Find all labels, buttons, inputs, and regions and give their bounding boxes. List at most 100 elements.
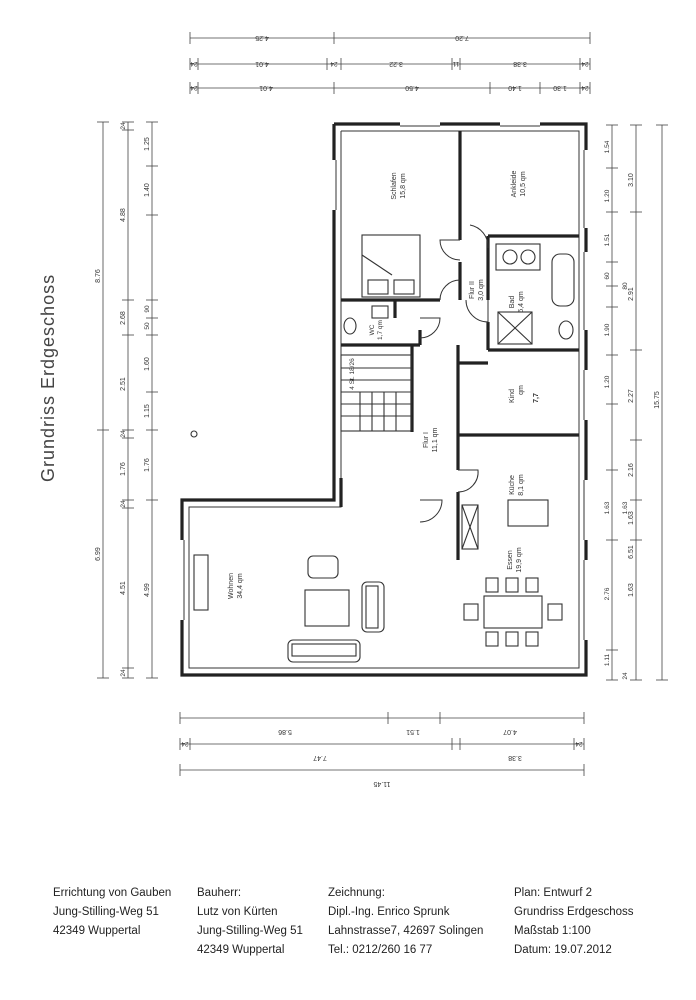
dim-label: 4.50: [405, 84, 419, 91]
dim-label: 4.99: [144, 583, 151, 597]
dim-label: 3.38: [508, 754, 522, 761]
furniture: [190, 234, 575, 663]
room-area-flur1: 11,1 qm: [432, 427, 439, 452]
dim-label: 24: [120, 430, 127, 438]
dim-label: 24: [330, 60, 338, 67]
footer-line: Maßstab 1:100: [514, 925, 591, 937]
dim-label: 2.51: [120, 377, 127, 391]
dim-label: 2.27: [628, 389, 635, 403]
footer-line: Dipl.-Ing. Enrico Sprunk: [328, 906, 450, 918]
dimension-right: 15.75 3.10 2.91 2.27 2.16 1.63 6.51 1.63…: [604, 124, 668, 681]
dim-label: 24: [190, 60, 198, 67]
room-name-flur1: Flur I: [423, 432, 430, 448]
room-area-kueche: 8,1 qm: [518, 474, 525, 496]
room-name-essen: Essen: [507, 550, 514, 570]
dimension-bottom: 5.86 1.51 4.07 24 7.47 3.38 24 11.45: [179, 712, 585, 787]
dim-label: 1.60: [144, 357, 151, 371]
footer-line: Lutz von Kürten: [197, 906, 278, 918]
dim-label: 24: [120, 500, 127, 508]
dim-label: 1.30: [553, 84, 567, 91]
dim-label: 6.51: [628, 545, 635, 559]
dim-label: 1.63: [622, 501, 629, 514]
room-area-wohnen: 34,4 qm: [237, 573, 244, 598]
dim-label: 1.25: [144, 137, 151, 151]
walls: [180, 122, 588, 677]
dim-label: 7.20: [455, 34, 469, 41]
room-labels: Schlafen 15,8 qm Ankleide 10,5 qm Flur I…: [228, 170, 540, 599]
dim-label: 80: [622, 282, 629, 290]
footer-line: Datum: 19.07.2012: [514, 944, 612, 956]
dim-label: 24: [190, 84, 198, 91]
room-name-schlafen: Schlafen: [391, 172, 398, 199]
room-area-kind-value: 7,7: [533, 393, 540, 403]
dim-label: 24: [120, 122, 127, 130]
footer-line: 42349 Wuppertal: [197, 944, 285, 956]
footer-line: Zeichnung:: [328, 887, 385, 899]
footer-client: Bauherr: Lutz von Kürten Jung-Stilling-W…: [197, 884, 303, 960]
footer-line: Lahnstrasse7, 42697 Solingen: [328, 925, 484, 937]
room-name-wohnen: Wohnen: [228, 573, 235, 599]
dim-label: 24: [120, 669, 127, 677]
dim-label: 50: [144, 322, 151, 330]
footer-line: Jung-Stilling-Weg 51: [197, 925, 303, 937]
doors: [419, 224, 489, 523]
dim-label: 24: [581, 84, 589, 91]
room-area-wc: 1,7 qm: [377, 320, 384, 340]
dim-label: 1.76: [120, 462, 127, 476]
room-area-ankleide: 10,5 qm: [520, 171, 527, 196]
dim-label: 1.15: [144, 404, 151, 418]
dim-label: 1.51: [604, 233, 611, 246]
room-name-bad: Bad: [509, 296, 516, 309]
footer-line: Plan: Entwurf 2: [514, 887, 592, 899]
footer-line: Grundriss Erdgeschoss: [514, 906, 634, 918]
dim-label: 24: [622, 672, 629, 680]
dim-label: 1.90: [604, 323, 611, 336]
dim-label: 24: [181, 740, 189, 747]
dim-label: 1.11: [604, 654, 611, 667]
room-name-wc: WC: [369, 324, 376, 335]
dim-label: 1.20: [604, 189, 611, 202]
dim-label: 3.22: [389, 60, 403, 67]
dim-label: 15.75: [654, 391, 661, 409]
room-name-ankleide: Ankleide: [511, 170, 518, 197]
dim-label: 1.63: [628, 583, 635, 597]
dim-label: 24: [581, 60, 589, 67]
dim-label: 11: [452, 60, 459, 67]
windows: [180, 122, 588, 640]
dim-label: 1.20: [604, 375, 611, 388]
dim-label: 11.45: [373, 780, 390, 787]
dim-label: 60: [604, 272, 611, 280]
dim-label: 6.99: [95, 547, 102, 561]
dim-label: 4.25: [255, 34, 269, 41]
dim-label: 1.63: [628, 511, 635, 525]
dim-label: 4.88: [120, 208, 127, 222]
dim-label: 3.10: [628, 173, 635, 187]
room-name-kueche: Küche: [509, 475, 516, 495]
room-area-kind: qm: [518, 385, 525, 395]
dim-label: 1.63: [604, 501, 611, 514]
room-name-flur2: Flur II: [469, 281, 476, 299]
footer-line: Errichtung von Gauben: [53, 887, 172, 899]
dim-label: 4.07: [503, 728, 517, 735]
footer-line: Tel.: 0212/260 16 77: [328, 944, 433, 956]
dim-label: 8.76: [95, 269, 102, 283]
footer-line: 42349 Wuppertal: [53, 925, 141, 937]
dimension-left: 8.76 6.99 24 4.88 2.68 2.51 24 1.76 24 4…: [95, 121, 158, 679]
footer-line: Jung-Stilling-Weg 51: [53, 906, 159, 918]
room-area-essen: 19,9 qm: [516, 547, 523, 572]
dim-label: 4.01: [255, 60, 269, 67]
room-area-flur2: 3,0 qm: [478, 279, 485, 301]
dim-label: 1.54: [604, 140, 611, 153]
dim-label: 2.91: [628, 287, 635, 301]
dim-label: 3.38: [513, 60, 527, 67]
dim-label: 1.40: [508, 84, 522, 91]
dim-label: 4.51: [120, 581, 127, 595]
dim-label: 1.51: [406, 728, 420, 735]
dim-label: 2.68: [120, 311, 127, 325]
room-area-bad: 6,4 qm: [518, 291, 525, 313]
footer-line: Bauherr:: [197, 887, 242, 899]
dim-label: 1.76: [144, 458, 151, 472]
dimension-top: 4.25 7.20 24 4.01 24 3.22 11 3.38 24 24 …: [189, 32, 591, 94]
dim-label: 2.16: [628, 463, 635, 477]
